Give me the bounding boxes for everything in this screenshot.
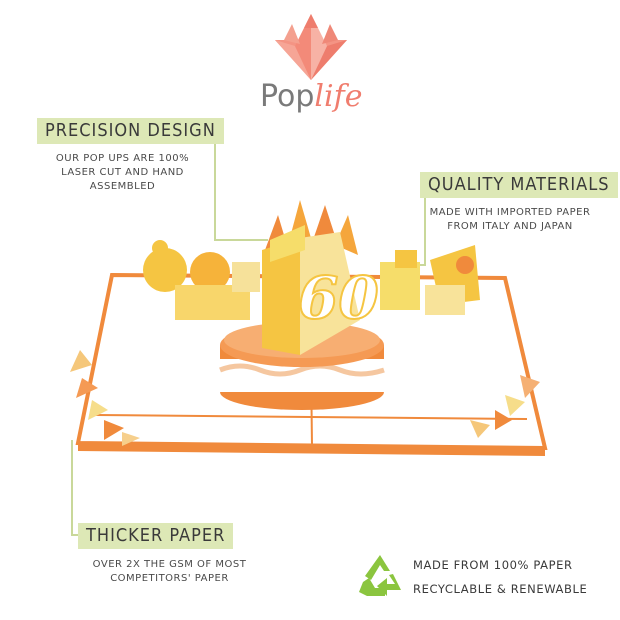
fireworks-left bbox=[143, 240, 260, 320]
cake bbox=[219, 322, 385, 410]
thicker-leader-line bbox=[71, 440, 78, 536]
precision-design-text: OUR POP UPS ARE 100% LASER CUT AND HAND … bbox=[55, 153, 190, 192]
number-panels bbox=[262, 225, 360, 355]
card-base bbox=[75, 272, 548, 451]
precision-leader-line bbox=[214, 138, 268, 241]
gifts-and-champagne-right bbox=[380, 245, 480, 315]
recycle-line-1: MADE FROM 100% PAPER bbox=[413, 558, 573, 572]
bunting-right bbox=[470, 375, 540, 438]
brand-name-life: life bbox=[314, 79, 363, 114]
quality-leader-line bbox=[400, 193, 426, 266]
recycle-statement: MADE FROM 100% PAPER RECYCLABLE & RENEWA… bbox=[413, 553, 613, 601]
precision-design-heading: PRECISION DESIGN bbox=[37, 118, 224, 144]
cake-number-60: 60 bbox=[298, 264, 379, 332]
card-edge bbox=[78, 443, 545, 456]
flames bbox=[265, 200, 358, 255]
quality-materials-text: MADE WITH IMPORTED PAPER FROM ITALY AND … bbox=[429, 207, 591, 232]
quality-materials-heading: QUALITY MATERIALS bbox=[420, 172, 618, 198]
recycle-line-2: RECYCLABLE & RENEWABLE bbox=[413, 582, 588, 596]
paper-boat-logo-icon bbox=[275, 14, 347, 80]
brand-logo-text: Poplife bbox=[260, 80, 380, 114]
thicker-paper-text: OVER 2X THE GSM OF MOST COMPETITORS' PAP… bbox=[92, 559, 247, 584]
recycle-icon bbox=[359, 555, 401, 596]
thicker-paper-heading: THICKER PAPER bbox=[78, 523, 234, 549]
bunting-left bbox=[70, 350, 140, 446]
brand-name-pop: Pop bbox=[260, 79, 315, 114]
card-fold bbox=[309, 277, 313, 447]
